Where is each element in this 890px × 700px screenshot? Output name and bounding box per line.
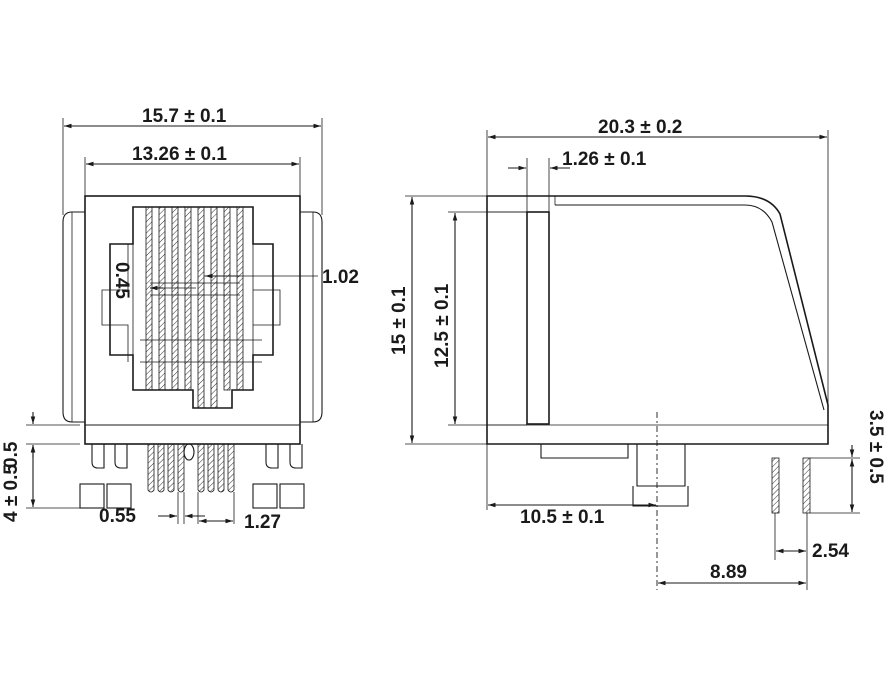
side-front-to-post-dim: 10.5 ± 0.1 bbox=[520, 507, 605, 528]
front-overall-width-dim: 15.7 ± 0.1 bbox=[142, 106, 227, 127]
standoff-dim: 0.5 bbox=[1, 441, 22, 468]
side-overall-depth-dim: 20.3 ± 0.2 bbox=[598, 117, 682, 138]
front-mount-posts bbox=[79, 444, 305, 509]
side-opening-height-dim: 12.5 ± 0.1 bbox=[432, 283, 453, 368]
front-pin-pitch-dim: 1.27 bbox=[244, 512, 281, 533]
contact-width-dim: 0.45 bbox=[111, 262, 132, 299]
side-post-to-pin-dim: 8.89 bbox=[710, 562, 747, 583]
side-mount-post bbox=[636, 444, 686, 487]
contact-pitch-dim: 1.02 bbox=[322, 267, 359, 288]
side-wall-thickness-dim: 1.26 ± 0.1 bbox=[562, 149, 647, 170]
front-inner-width-dim: 13.26 ± 0.1 bbox=[132, 144, 227, 165]
front-pin-width-dim: 0.55 bbox=[99, 506, 136, 527]
jack-opening bbox=[109, 206, 274, 409]
front-view: 15.7 ± 0.1 13.26 ± 0.1 1.02 0.45 0.5 4 ±… bbox=[1, 106, 359, 533]
front-housing bbox=[84, 195, 301, 445]
side-pin-length-dim: 3.5 ± 0.5 bbox=[865, 410, 886, 484]
side-front-wall bbox=[526, 211, 550, 425]
side-view: 20.3 ± 0.2 1.26 ± 0.1 15 ± 0.1 12.5 ± 0.… bbox=[389, 117, 886, 590]
side-pin-pitch-dim: 2.54 bbox=[812, 541, 849, 562]
side-pin-2 bbox=[802, 457, 811, 514]
right-wing bbox=[300, 211, 323, 423]
side-overall-height-dim: 15 ± 0.1 bbox=[389, 286, 410, 355]
front-pins bbox=[147, 443, 235, 493]
side-housing bbox=[486, 195, 829, 445]
left-wing bbox=[62, 211, 85, 423]
front-contacts bbox=[145, 206, 244, 409]
front-pin-length-dim: 4 ± 0.5 bbox=[1, 464, 22, 522]
side-pin-1 bbox=[771, 457, 780, 514]
